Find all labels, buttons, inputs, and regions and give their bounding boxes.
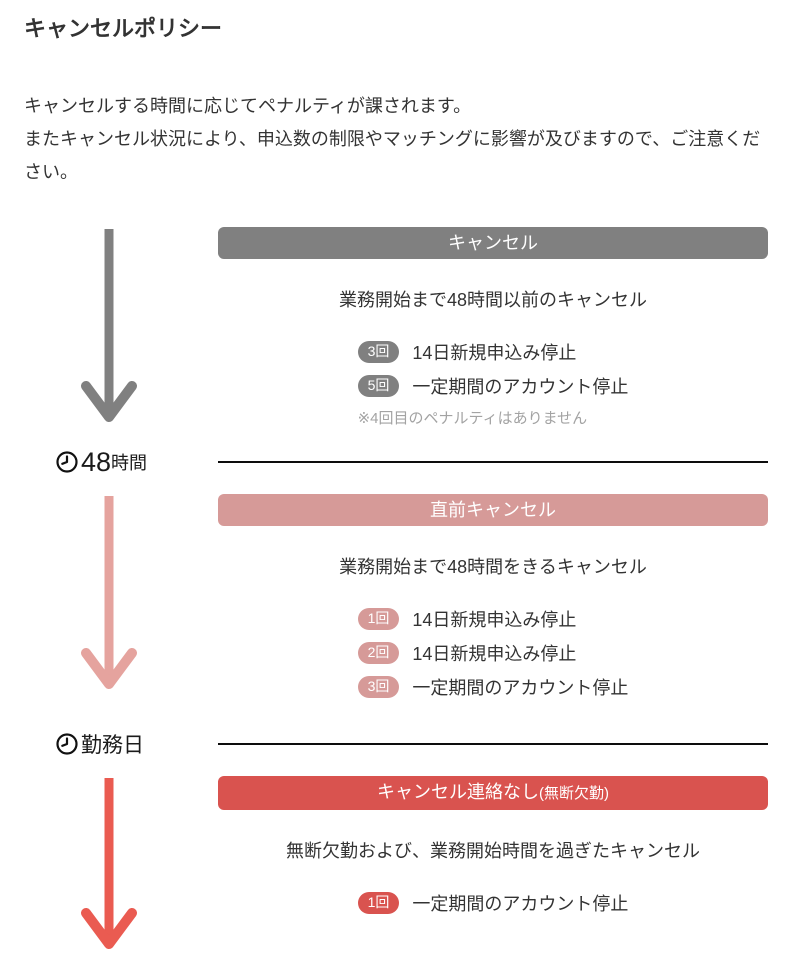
- section-header-cancel: キャンセル: [218, 227, 768, 260]
- down-arrow-icon: [81, 496, 137, 690]
- penalty-row: 3回 一定期間のアカウント停止: [357, 674, 629, 700]
- page-title: キャンセルポリシー: [24, 16, 223, 41]
- section-description-last-minute: 業務開始まで48時間をきるキャンセル: [339, 557, 647, 578]
- intro-line-2: またキャンセル状況により、申込数の制限やマッチングに影響が及びますので、ご注意く…: [24, 129, 761, 183]
- section-description-cancel: 業務開始まで48時間以前のキャンセル: [338, 290, 648, 311]
- penalty-count-badge: 1回: [357, 892, 400, 915]
- penalty-text: 14日新規申込み停止: [412, 343, 577, 364]
- penalty-list-last-minute: 1回 14日新規申込み停止 2回 14日新規申込み停止 3回 一定期間のアカウン…: [357, 606, 629, 708]
- penalty-text: 14日新規申込み停止: [412, 610, 577, 631]
- penalty-count-badge: 1回: [357, 608, 400, 631]
- clock-icon: [56, 451, 78, 473]
- section-header-no-show: キャンセル連絡なし(無断欠勤): [218, 776, 768, 811]
- down-arrow-icon: [81, 778, 137, 950]
- penalty-row: 3回 14日新規申込み停止: [357, 339, 629, 365]
- penalty-row: 5回 一定期間のアカウント停止: [357, 373, 629, 399]
- milestone-row-48h: 48 時間: [0, 442, 804, 482]
- timeline-row-last-minute-cancel: 直前キャンセル 業務開始まで48時間をきるキャンセル 1回 14日新規申込み停止…: [0, 494, 804, 708]
- penalty-list-no-show: 1回 一定期間のアカウント停止: [357, 890, 629, 924]
- section-header-last-minute-label: 直前キャンセル: [430, 500, 556, 521]
- penalty-row: 1回 14日新規申込み停止: [357, 606, 629, 632]
- penalty-note: ※4回目のペナルティはありません: [357, 410, 588, 428]
- down-arrow-icon: [81, 229, 137, 423]
- section-header-no-show-suffix: (無断欠勤): [539, 785, 609, 803]
- milestone-unit: 時間: [111, 453, 148, 474]
- cancel-policy-timeline: キャンセル 業務開始まで48時間以前のキャンセル 3回 14日新規申込み停止 5…: [0, 227, 804, 952]
- milestone-divider-line: [218, 461, 768, 464]
- intro-text: キャンセルする時間に応じてペナルティが課されます。 またキャンセル状況により、申…: [24, 90, 776, 189]
- penalty-count-badge: 5回: [357, 375, 400, 398]
- milestone-value: 48: [81, 446, 112, 477]
- section-header-last-minute-cancel: 直前キャンセル: [218, 494, 768, 527]
- penalty-text: 14日新規申込み停止: [412, 644, 577, 665]
- penalty-list-cancel: 3回 14日新規申込み停止 5回 一定期間のアカウント停止 ※4回目のペナルティ…: [357, 339, 629, 428]
- section-header-cancel-label: キャンセル: [448, 233, 538, 254]
- clock-icon: [56, 733, 78, 755]
- penalty-text: 一定期間のアカウント停止: [412, 894, 629, 915]
- milestone-workday: 勤務日: [0, 729, 218, 759]
- penalty-count-badge: 2回: [357, 642, 400, 665]
- timeline-row-cancel: キャンセル 業務開始まで48時間以前のキャンセル 3回 14日新規申込み停止 5…: [0, 227, 804, 428]
- penalty-text: 一定期間のアカウント停止: [412, 678, 629, 699]
- intro-line-1: キャンセルする時間に応じてペナルティが課されます。: [24, 96, 472, 117]
- penalty-row: 1回 一定期間のアカウント停止: [357, 890, 629, 916]
- milestone-unit: 勤務日: [81, 734, 144, 758]
- penalty-count-badge: 3回: [357, 341, 400, 364]
- milestone-row-workday: 勤務日: [0, 724, 804, 764]
- section-description-no-show: 無断欠勤および、業務開始時間を過ぎたキャンセル: [286, 841, 700, 862]
- timeline-row-no-show: キャンセル連絡なし(無断欠勤) 無断欠勤および、業務開始時間を過ぎたキャンセル …: [0, 776, 804, 952]
- milestone-48h: 48 時間: [0, 446, 218, 477]
- penalty-count-badge: 3回: [357, 676, 400, 699]
- penalty-text: 一定期間のアカウント停止: [412, 377, 629, 398]
- milestone-divider-line: [218, 743, 768, 746]
- section-header-no-show-label: キャンセル連絡なし: [377, 782, 539, 803]
- penalty-row: 2回 14日新規申込み停止: [357, 640, 629, 666]
